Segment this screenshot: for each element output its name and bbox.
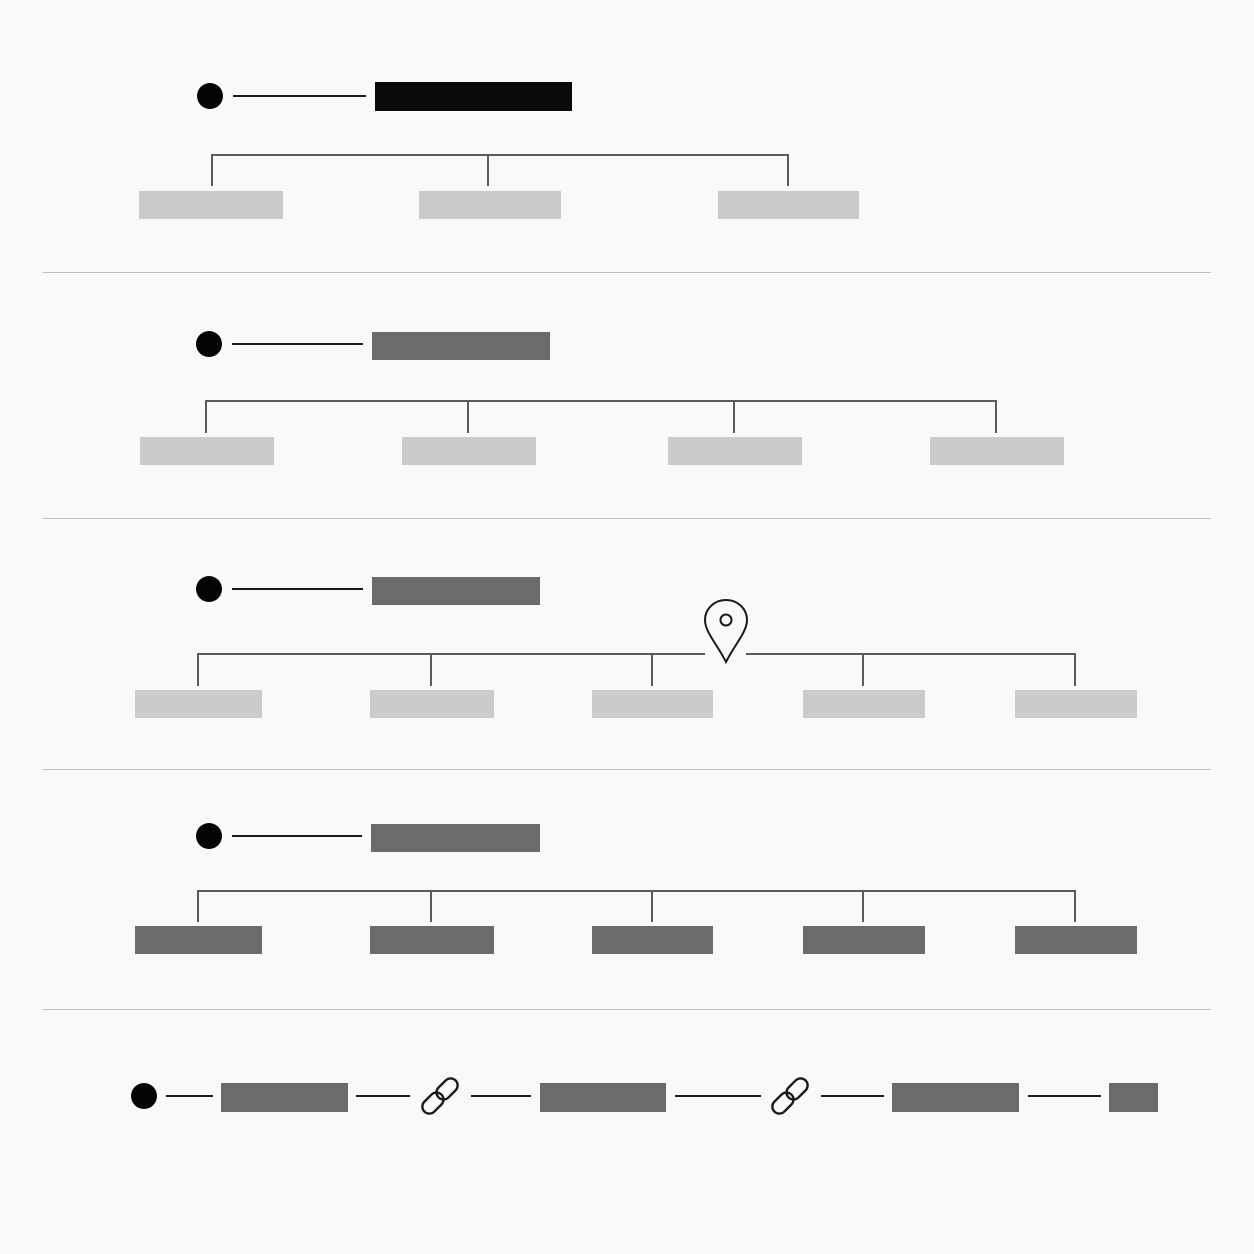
child-bar — [140, 437, 274, 465]
branch-stem — [1074, 890, 1076, 922]
branch-stem — [487, 154, 489, 186]
branch-stem — [430, 890, 432, 922]
child-bar — [668, 437, 802, 465]
section-divider — [43, 769, 1211, 770]
child-bar — [370, 690, 494, 718]
root-connector — [232, 343, 363, 345]
branch-line — [211, 154, 789, 156]
child-bar — [930, 437, 1064, 465]
root-bar — [375, 82, 572, 111]
branch-line — [205, 400, 997, 402]
root-connector — [232, 588, 363, 590]
chain-bar — [892, 1083, 1019, 1112]
chain-bullet — [131, 1083, 157, 1109]
chain-bar — [1109, 1083, 1158, 1112]
root-bar — [371, 824, 540, 852]
child-bar — [402, 437, 536, 465]
branch-stem — [430, 653, 432, 686]
branch-stem — [205, 400, 207, 433]
root-connector — [232, 835, 362, 837]
root-bullet — [196, 331, 222, 357]
root-bar — [372, 577, 540, 605]
root-bullet — [196, 823, 222, 849]
chain-connector — [356, 1095, 410, 1097]
branch-stem — [211, 154, 213, 186]
child-bar — [370, 926, 494, 954]
branch-stem — [862, 890, 864, 922]
branch-stem — [651, 890, 653, 922]
branch-stem — [862, 653, 864, 686]
child-bar — [803, 690, 925, 718]
branch-stem — [467, 400, 469, 433]
root-bar — [372, 332, 550, 360]
chain-bar — [540, 1083, 666, 1112]
child-bar — [1015, 690, 1137, 718]
child-bar — [135, 690, 262, 718]
section-divider — [43, 1009, 1211, 1010]
child-bar — [135, 926, 262, 954]
branch-stem — [1074, 653, 1076, 686]
branch-line — [746, 653, 1076, 655]
child-bar — [419, 191, 561, 219]
chain-connector — [166, 1095, 213, 1097]
root-bullet — [197, 83, 223, 109]
child-bar — [592, 926, 713, 954]
branch-stem — [197, 653, 199, 686]
chain-connector — [821, 1095, 884, 1097]
branch-stem — [651, 653, 653, 686]
chain-connector — [675, 1095, 761, 1097]
section-divider — [43, 272, 1211, 273]
branch-stem — [733, 400, 735, 433]
root-connector — [233, 95, 366, 97]
link-icon — [421, 1077, 459, 1115]
branch-stem — [995, 400, 997, 433]
map-pin-icon — [703, 598, 749, 665]
chain-bar — [221, 1083, 348, 1112]
child-bar — [139, 191, 283, 219]
chain-connector — [471, 1095, 531, 1097]
child-bar — [803, 926, 925, 954]
chain-connector — [1028, 1095, 1101, 1097]
child-bar — [1015, 926, 1137, 954]
root-bullet — [196, 576, 222, 602]
section-divider — [43, 518, 1211, 519]
link-icon — [771, 1077, 809, 1115]
branch-stem — [787, 154, 789, 186]
child-bar — [718, 191, 859, 219]
branch-stem — [197, 890, 199, 922]
branch-line — [197, 653, 705, 655]
child-bar — [592, 690, 713, 718]
branch-line — [197, 890, 1076, 892]
